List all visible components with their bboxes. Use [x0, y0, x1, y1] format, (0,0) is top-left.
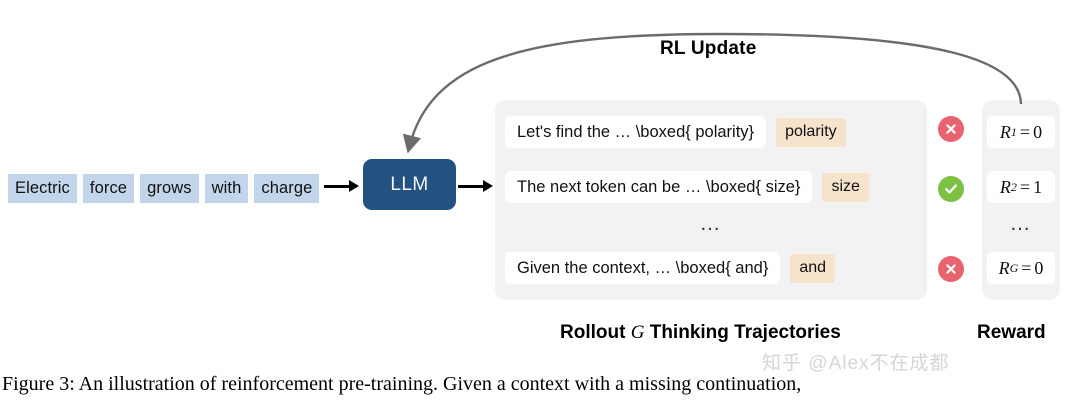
reward-subscript: 1	[1010, 124, 1017, 139]
trajectory-text: The next token can be … \boxed{ size}	[505, 171, 813, 203]
thinking-trajectories-panel: Let's find the … \boxed{ polarity} polar…	[495, 100, 927, 300]
reward-value: 0	[1034, 257, 1044, 278]
trajectory-text: Given the context, … \boxed{ and}	[505, 252, 781, 284]
reward-ellipsis: …	[1009, 212, 1033, 235]
trajectory-answer-badge: size	[822, 172, 869, 202]
trajectory-answer-badge: and	[790, 253, 836, 283]
reward-value: 1	[1033, 176, 1043, 197]
rollout-suffix: Thinking Trajectories	[644, 322, 841, 343]
cross-circle-icon	[938, 256, 964, 282]
figure-caption: Figure 3: An illustration of reinforceme…	[2, 373, 802, 395]
trajectory-row: Let's find the … \boxed{ polarity} polar…	[505, 116, 846, 148]
reward-subscript: G	[1009, 260, 1019, 275]
reward-column-label: Reward	[977, 322, 1046, 343]
token-chip: Electric	[8, 174, 77, 203]
arrow-llm-to-trajectories-icon	[458, 180, 493, 192]
rl-update-label: RL Update	[660, 38, 757, 59]
cross-circle-icon	[938, 116, 964, 142]
llm-block: LLM	[363, 159, 456, 210]
trajectory-row: The next token can be … \boxed{ size} si…	[505, 171, 869, 203]
token-chip: charge	[254, 174, 320, 203]
rollout-prefix: Rollout	[560, 322, 631, 343]
reward-value: 0	[1033, 121, 1043, 142]
trajectory-ellipsis: …	[699, 212, 723, 235]
trajectory-row: Given the context, … \boxed{ and} and	[505, 252, 836, 284]
reward-subscript: 2	[1010, 179, 1017, 194]
trajectory-answer-badge: polarity	[776, 117, 846, 147]
check-circle-icon	[938, 176, 964, 202]
reward-symbol: R	[998, 257, 1010, 278]
token-chip: grows	[140, 174, 199, 203]
reward-symbol: R	[999, 121, 1011, 142]
trajectory-text: Let's find the … \boxed{ polarity}	[505, 116, 767, 148]
input-context-tokens: Electric force grows with charge	[8, 174, 320, 203]
watermark: 知乎 @Alex不在成都	[762, 353, 950, 374]
token-chip: with	[204, 174, 249, 203]
reward-symbol: R	[999, 176, 1011, 197]
llm-label: LLM	[390, 173, 429, 195]
token-chip: force	[82, 174, 135, 203]
rollout-trajectories-label: Rollout G Thinking Trajectories	[560, 322, 841, 344]
rollout-g-symbol: G	[630, 322, 645, 343]
arrow-context-to-llm-icon	[324, 180, 359, 192]
